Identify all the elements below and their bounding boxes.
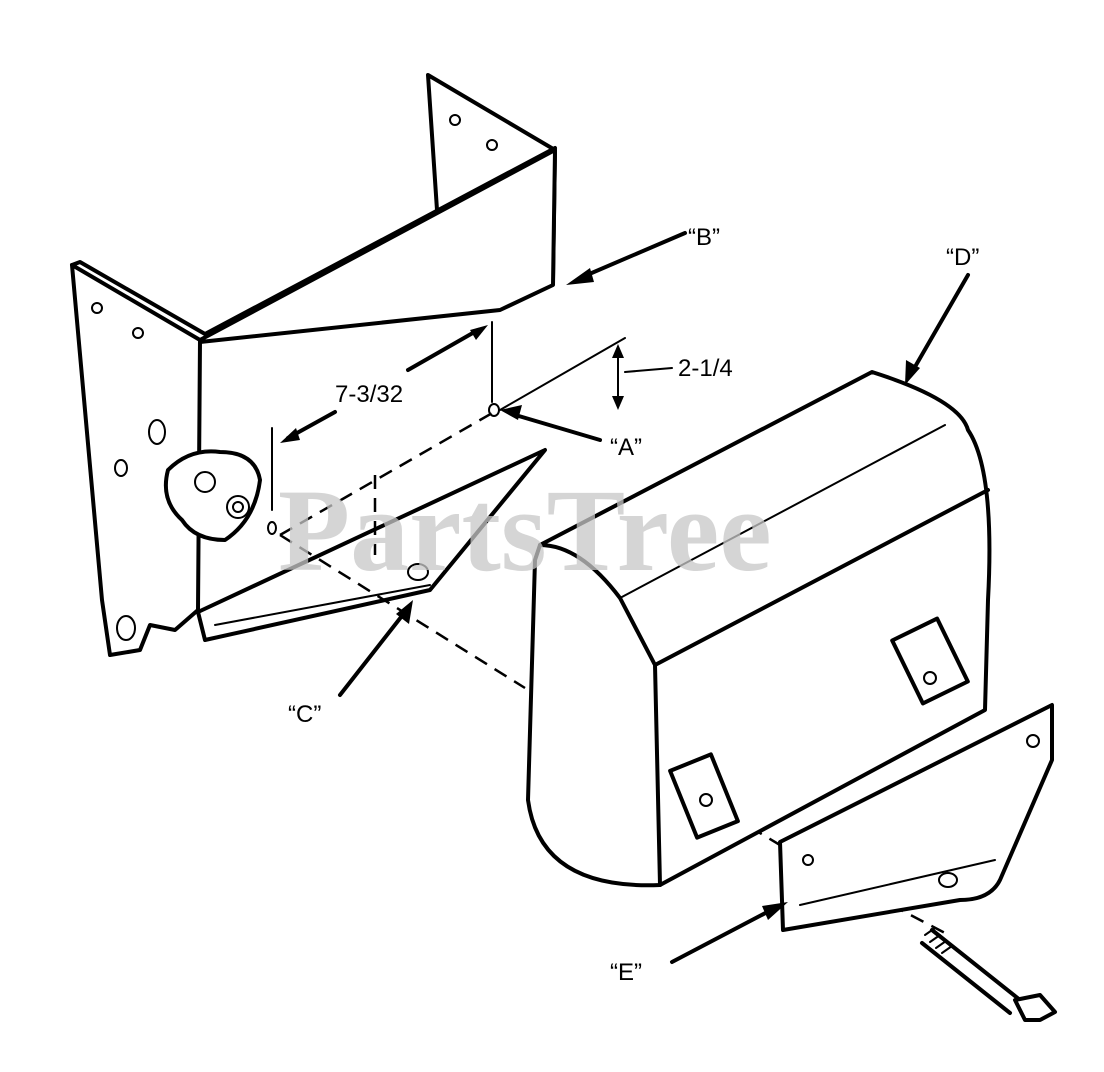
dimension-height: 2-1/4 [678,355,733,382]
bracket-b [70,73,557,657]
plate-e [778,703,1054,932]
label-b: “B” [688,224,720,251]
dimension-width: 7-3/32 [335,381,403,408]
label-c: “C” [288,701,321,728]
dimension-marks [271,321,673,511]
watermark-text: PartsTree [278,465,772,596]
cover-d [526,370,992,888]
leader-arrows [338,231,970,964]
label-e: “E” [610,959,642,986]
bolt [920,927,1057,1022]
label-a: “A” [610,434,642,461]
label-d: “D” [946,244,979,271]
